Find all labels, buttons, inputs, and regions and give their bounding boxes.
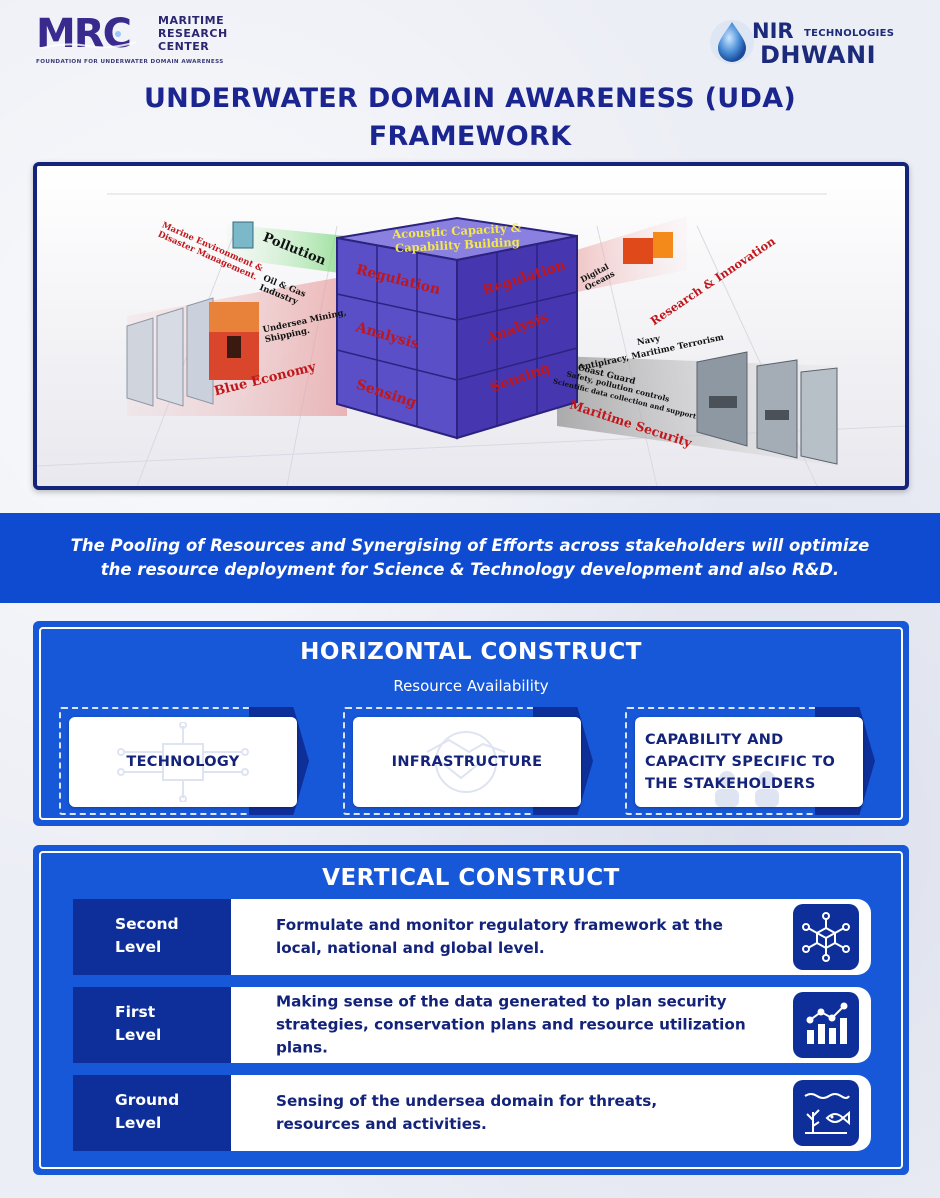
capability-card-body[interactable]: CAPABILITY AND CAPACITY SPECIFIC TO THE …	[635, 717, 863, 807]
level-label-line-1: First	[115, 1003, 156, 1021]
level-label: Second Level	[115, 913, 179, 959]
banner-line-2: the resource deployment for Science & Te…	[100, 560, 840, 579]
page-title-line-2: FRAMEWORK	[368, 121, 572, 152]
level-row-second[interactable]: Second Level Formulate and monitor regul…	[73, 899, 871, 975]
framework-drawing	[37, 166, 905, 486]
nirdhwani-logo[interactable]: NIR TECHNOLOGIES DHWANI	[708, 14, 908, 70]
level-label: First Level	[115, 1001, 161, 1047]
circuit-icon	[117, 722, 249, 802]
level-tab: First Level	[73, 987, 233, 1063]
level-description: Sensing of the undersea domain for threa…	[276, 1092, 658, 1133]
level-tab: Ground Level	[73, 1075, 233, 1151]
page-title-line-1: UNDERWATER DOMAIN AWARENESS (UDA)	[143, 83, 797, 114]
infrastructure-card[interactable]: INFRASTRUCTURE	[343, 707, 601, 817]
network-cube-icon	[793, 904, 859, 970]
level-tab: Second Level	[73, 899, 233, 975]
mrc-name-line-1: MARITIME	[158, 14, 225, 27]
undersea-fish-icon	[793, 1080, 859, 1146]
synergy-banner: The Pooling of Resources and Synergising…	[0, 513, 940, 603]
navy-ship-images	[696, 351, 838, 465]
capability-label-line-3: THE STAKEHOLDERS	[645, 776, 816, 792]
level-label-line-2: Level	[115, 1114, 162, 1132]
mrc-tagline: FOUNDATION FOR UNDERWATER DOMAIN AWARENE…	[36, 59, 224, 65]
infrastructure-card-body[interactable]: INFRASTRUCTURE	[353, 717, 581, 807]
level-description-card: Formulate and monitor regulatory framewo…	[231, 899, 871, 975]
level-label: Ground Level	[115, 1089, 179, 1135]
level-label-line-1: Second	[115, 915, 179, 933]
infrastructure-label: INFRASTRUCTURE	[391, 754, 543, 770]
horizontal-construct: HORIZONTAL CONSTRUCT Resource Availabili…	[33, 621, 909, 826]
capability-label-line-1: CAPABILITY AND	[645, 732, 784, 748]
pollution-beam	[227, 224, 347, 274]
banner-line-1: The Pooling of Resources and Synergising…	[70, 536, 870, 555]
water-drop-icon	[710, 20, 754, 64]
mrc-name: MARITIME RESEARCH CENTER	[158, 14, 228, 53]
page-title: UNDERWATER DOMAIN AWARENESS (UDA) FRAMEW…	[0, 80, 940, 156]
level-description: Making sense of the data generated to pl…	[276, 992, 746, 1057]
horizontal-construct-frame: HORIZONTAL CONSTRUCT Resource Availabili…	[39, 627, 903, 820]
uda-cube	[336, 216, 578, 440]
header: MRC MARITIME RESEARCH CENTER FOUNDATION …	[0, 0, 940, 80]
logo-technologies: TECHNOLOGIES	[804, 28, 895, 39]
vertical-construct-frame: VERTICAL CONSTRUCT Second Level Formulat…	[39, 851, 903, 1169]
mrc-name-line-3: CENTER	[158, 40, 210, 53]
horizontal-title: HORIZONTAL CONSTRUCT	[300, 639, 642, 665]
capability-label-line-2: CAPACITY SPECIFIC TO	[645, 754, 836, 770]
level-row-first[interactable]: First Level Making sense of the data gen…	[73, 987, 871, 1063]
mrc-wave-icon	[41, 31, 137, 49]
capability-card[interactable]: CAPABILITY AND CAPACITY SPECIFIC TO THE …	[625, 707, 883, 817]
technology-label: TECHNOLOGY	[126, 754, 240, 770]
horizontal-subtitle: Resource Availability	[393, 677, 549, 695]
level-label-line-2: Level	[115, 938, 162, 956]
level-description-card: Sensing of the undersea domain for threa…	[231, 1075, 871, 1151]
logo-dhwani: DHWANI	[760, 41, 876, 69]
banner-text: The Pooling of Resources and Synergising…	[20, 534, 920, 582]
handshake-icon	[426, 731, 506, 793]
technology-card-body[interactable]: TECHNOLOGY	[69, 717, 297, 807]
logo-nir: NIR	[752, 19, 794, 43]
level-label-line-1: Ground	[115, 1091, 180, 1109]
level-row-ground[interactable]: Ground Level Sensing of the undersea dom…	[73, 1075, 871, 1151]
level-description: Formulate and monitor regulatory framewo…	[276, 916, 723, 957]
level-label-line-2: Level	[115, 1026, 162, 1044]
capability-label: CAPABILITY AND CAPACITY SPECIFIC TO THE …	[635, 729, 863, 795]
technology-card[interactable]: TECHNOLOGY	[59, 707, 317, 817]
framework-diagram: Acoustic Capacity & Capability Building …	[33, 162, 909, 490]
mrc-logo[interactable]: MRC MARITIME RESEARCH CENTER FOUNDATION …	[36, 12, 256, 66]
mrc-name-line-2: RESEARCH	[158, 27, 228, 40]
vertical-construct: VERTICAL CONSTRUCT Second Level Formulat…	[33, 845, 909, 1175]
level-description-card: Making sense of the data generated to pl…	[231, 987, 871, 1063]
vertical-title: VERTICAL CONSTRUCT	[322, 865, 620, 891]
bar-chart-icon	[793, 992, 859, 1058]
blue-economy-images	[126, 297, 259, 407]
people-icon	[715, 771, 779, 807]
